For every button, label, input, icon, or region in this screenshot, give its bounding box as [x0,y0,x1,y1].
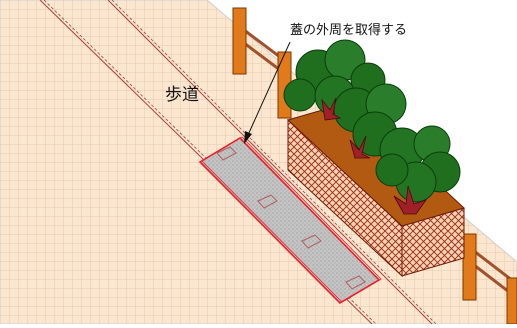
manhole-cover-icon [198,136,382,305]
sidewalk-label: 歩道 [165,85,199,105]
sidewalk-edge-line [107,0,433,325]
wooden-fence-post-icon [506,277,517,325]
callout-label: 蓋の外周を取得する [290,23,408,38]
callout-arrow-icon [244,41,291,144]
sidewalk-edge-line [111,0,437,325]
wooden-fence-post-icon [462,233,477,301]
bush-trunk-icon [321,97,428,215]
wooden-fence-post-icon [232,7,247,75]
